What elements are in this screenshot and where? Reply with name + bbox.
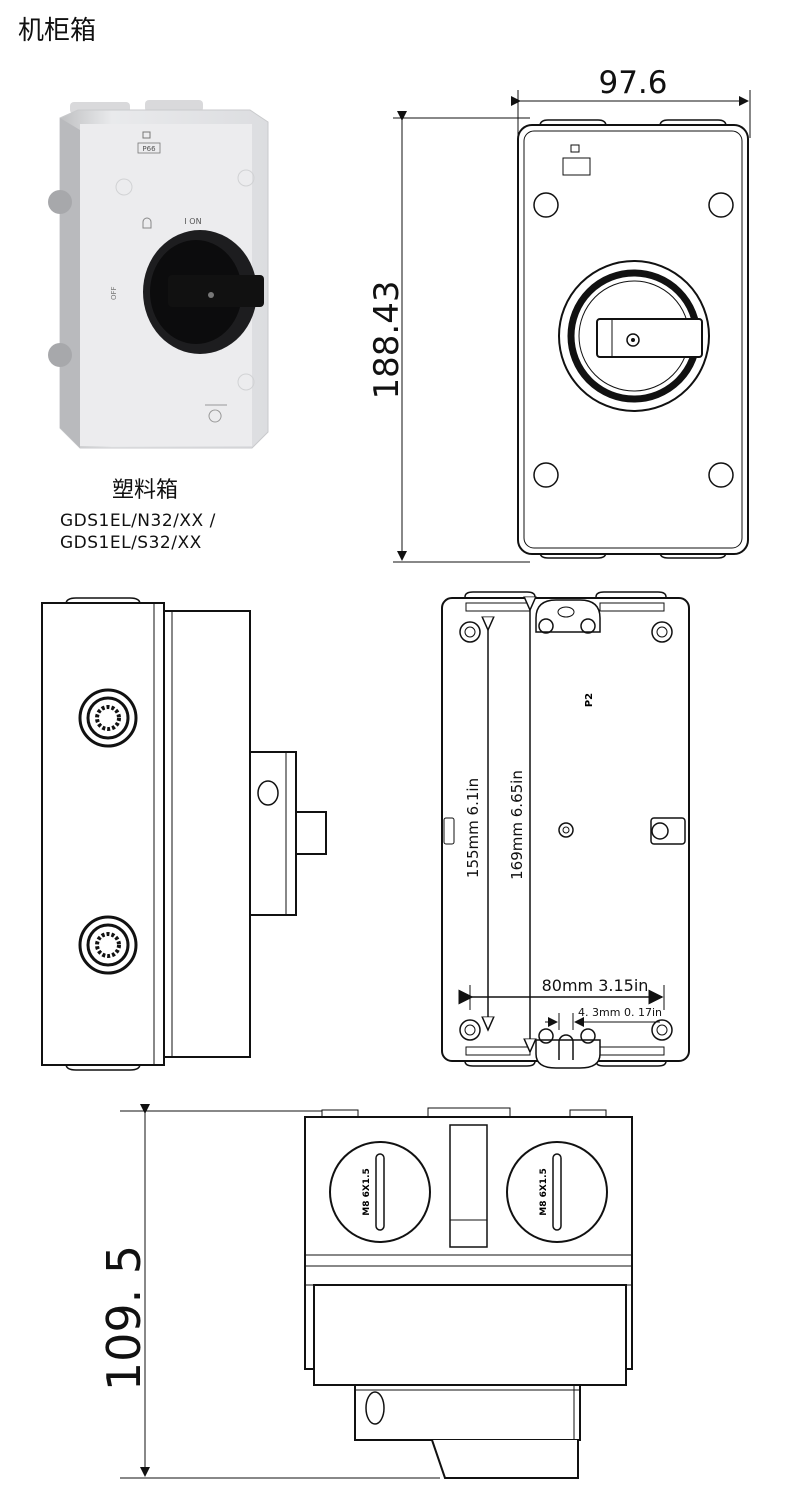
page-title: 机柜箱 bbox=[18, 16, 97, 46]
dim-width: 97.6 bbox=[598, 65, 667, 101]
product-name: 塑料箱 bbox=[112, 478, 179, 503]
gland-label-left: M8 6X1.5 bbox=[362, 1168, 372, 1216]
photo-on-label: I ON bbox=[184, 217, 201, 226]
bottom-view: 109. 5 M8 6X1.5 M8 6X1.5 bbox=[97, 1104, 633, 1479]
dim-80: 80mm 3.15in bbox=[542, 976, 649, 995]
gland-label-right: M8 6X1.5 bbox=[539, 1168, 549, 1216]
dim-43: 4. 3mm 0. 17in bbox=[578, 1006, 662, 1019]
front-view: 97.6 188.43 bbox=[367, 65, 751, 563]
side-view bbox=[41, 597, 327, 1071]
model-number-1: GDS1EL/N32/XX / bbox=[60, 511, 216, 531]
dim-depth: 109. 5 bbox=[97, 1245, 151, 1391]
product-caption: 塑料箱 GDS1EL/N32/XX / GDS1EL/S32/XX bbox=[60, 472, 280, 554]
back-marking: P2 bbox=[584, 693, 595, 707]
dim-height: 188.43 bbox=[367, 281, 407, 400]
model-number-2: GDS1EL/S32/XX bbox=[60, 533, 202, 553]
product-photo: P66 I ON OFF bbox=[48, 100, 269, 449]
dim-169: 169mm 6.65in bbox=[508, 770, 526, 880]
back-view: P2 155mm 6.1in 169mm 6.65in 80mm 3.15in … bbox=[441, 591, 690, 1069]
dim-155: 155mm 6.1in bbox=[464, 778, 482, 878]
photo-off-label: OFF bbox=[110, 286, 118, 300]
photo-badge: P66 bbox=[142, 145, 156, 153]
